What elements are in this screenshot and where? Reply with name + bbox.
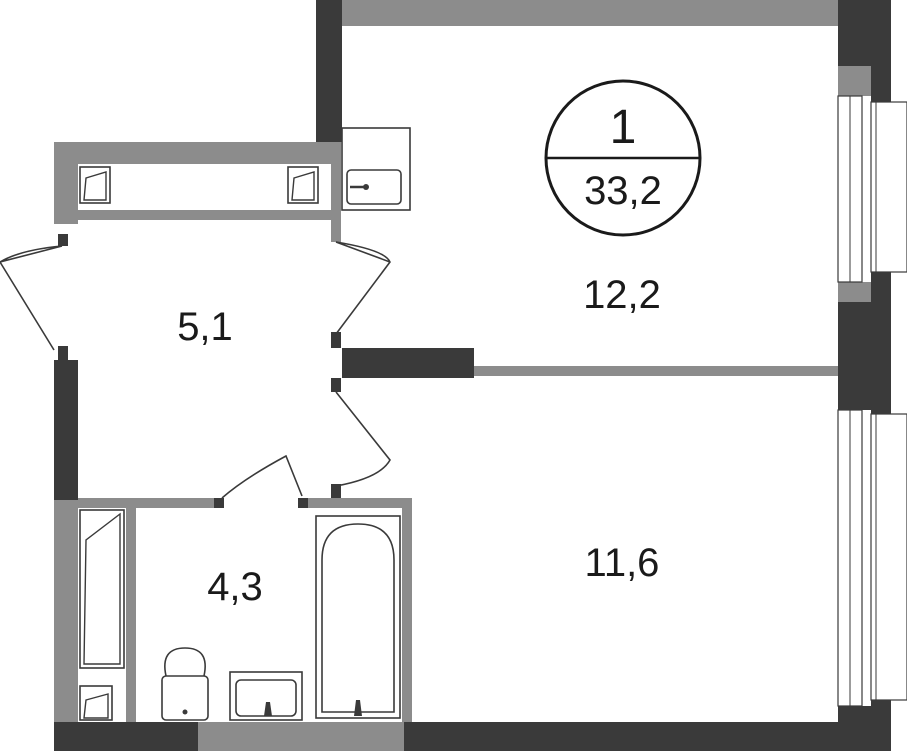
wall-bath-right (402, 498, 412, 722)
wall-bath-inner (126, 508, 136, 722)
wall-right-mid-light (838, 282, 871, 302)
wall-left-dark (54, 360, 78, 500)
wall-bath-top-left (78, 498, 214, 508)
wall-hall-bedroom-stub (331, 332, 341, 348)
room-bedroom-area: 12,2 (583, 273, 661, 317)
wall-bath-top-right-stub (298, 498, 308, 508)
wall-hall-bedroom-top (331, 142, 341, 242)
wall-partition-dark (342, 348, 474, 378)
closet-shelf-left (79, 166, 111, 204)
window-right-top (837, 95, 907, 283)
room-bathroom-area: 4,3 (207, 565, 263, 609)
entrance-door (0, 245, 63, 351)
wall-bottom-right (404, 722, 838, 751)
bathroom-sink (229, 671, 303, 721)
wall-closet-bottom (78, 210, 331, 220)
fixtures (79, 127, 411, 721)
wall-right-mid (838, 302, 871, 410)
bathtub (315, 515, 401, 719)
wall-right-top (838, 0, 871, 66)
walls (54, 0, 907, 751)
badge-room-count: 1 (610, 101, 637, 154)
room-hall-area: 5,1 (177, 305, 233, 349)
wall-closet-top (54, 142, 341, 164)
wall-closet-left (54, 142, 78, 224)
wall-left-light (54, 500, 78, 722)
wall-hall-bedroom-mid (331, 378, 341, 392)
wall-bath-top-stub (214, 498, 224, 508)
door-living (335, 391, 391, 487)
kitchen-sink (341, 127, 411, 211)
wall-right-top-2 (871, 0, 891, 102)
wall-closet-stub-left (58, 234, 68, 246)
room-living-area: 11,6 (585, 541, 660, 585)
wall-right-top-light (838, 66, 871, 96)
closet-shelf-right (287, 166, 319, 204)
wall-left-stub (58, 346, 68, 360)
wall-right-mid-2 (871, 272, 891, 414)
badge-total-area: 33,2 (584, 169, 662, 213)
door-bathroom (221, 454, 303, 499)
wall-right-bottom-2 (871, 700, 891, 751)
wall-partition-light (474, 366, 838, 376)
wall-bottom-left (54, 722, 198, 751)
bath-cabinet (79, 509, 125, 721)
doors (0, 241, 391, 499)
wall-right-bottom (838, 706, 871, 751)
wall-left-bedroom (316, 0, 342, 142)
apartment-badge: 1 33,2 (544, 79, 702, 237)
wall-top-bedroom (342, 0, 838, 26)
door-hall-top-right (335, 241, 391, 335)
wall-bottom-mid (198, 722, 404, 751)
wall-bath-top-right (306, 498, 410, 508)
window-right-bottom (837, 409, 907, 707)
toilet (161, 647, 209, 721)
wall-hall-bottom-stub (331, 484, 341, 498)
